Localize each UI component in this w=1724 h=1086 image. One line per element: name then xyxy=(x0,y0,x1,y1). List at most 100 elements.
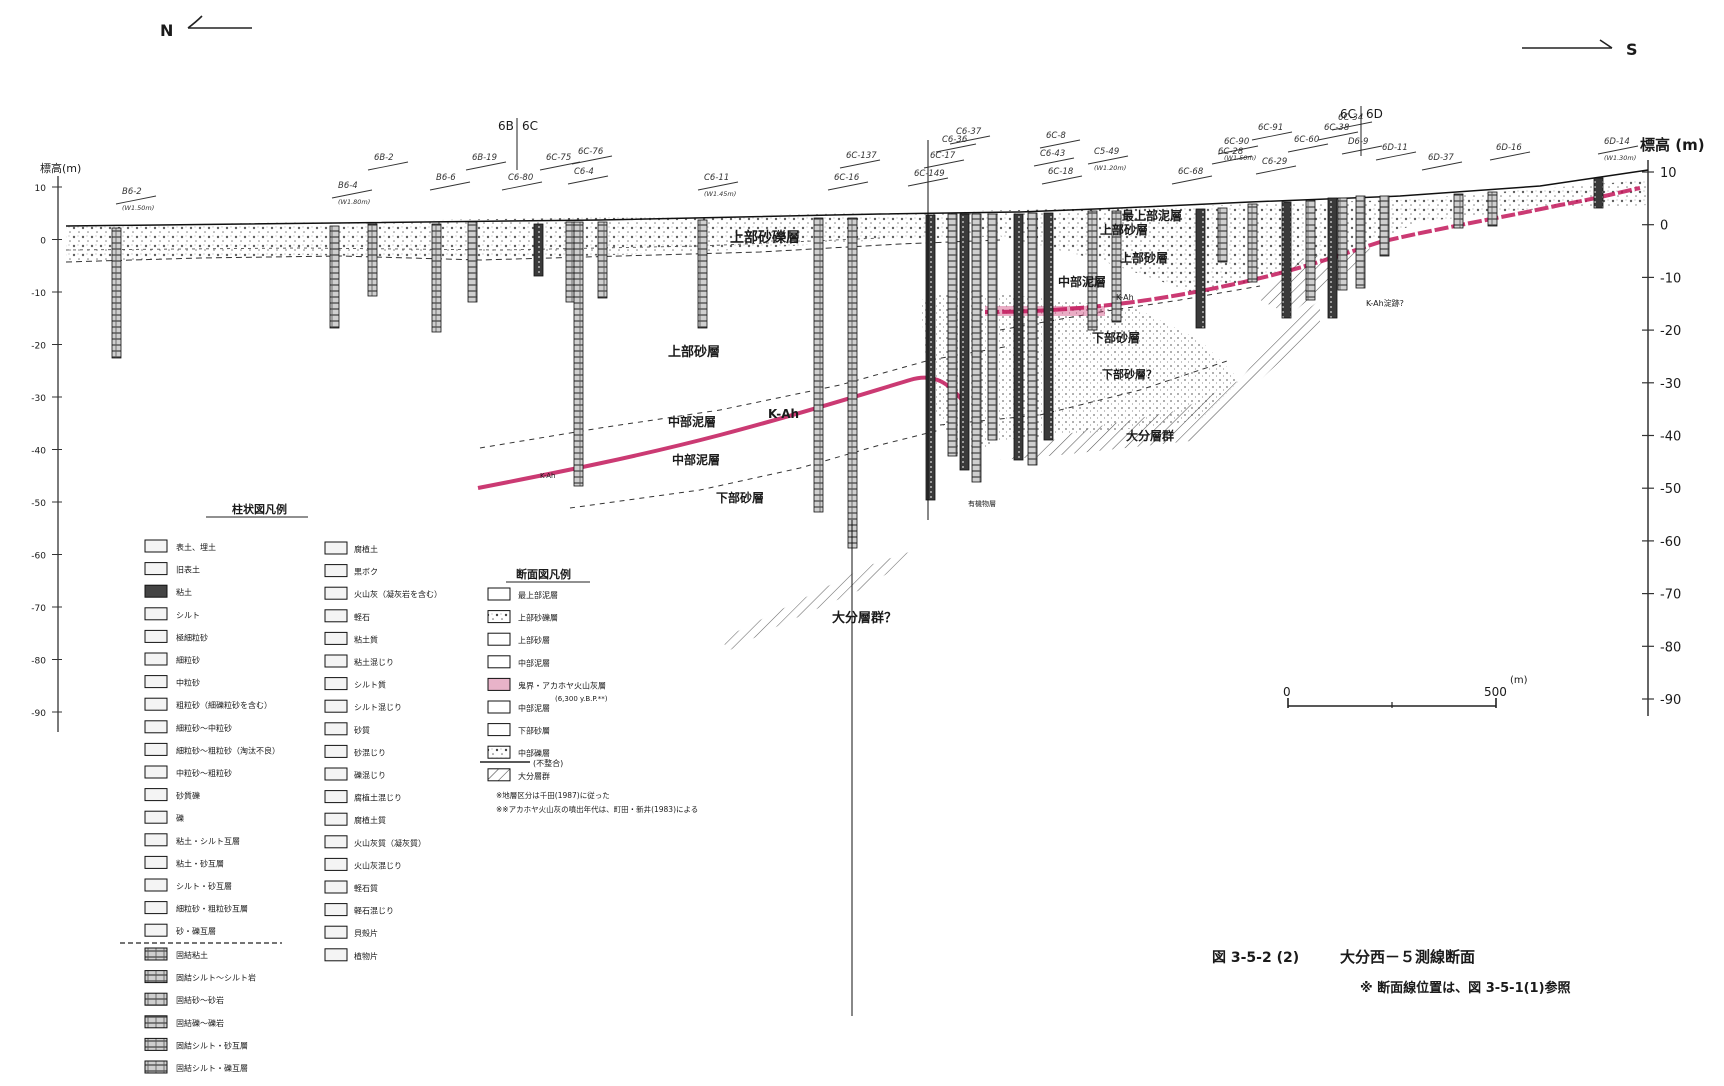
section-legend-items: 最上部泥層上部砂礫層上部砂層中部泥層鬼界・アカホヤ火山灰層中部泥層下部砂層中部礫… xyxy=(487,587,606,782)
legend-item: 中粒砂〜粗粒砂 xyxy=(176,768,232,778)
legend-swatch xyxy=(144,810,168,824)
section-legend-item: 中部礫層 xyxy=(518,748,550,758)
north-label: N xyxy=(160,21,173,40)
legend-item: シルト・砂互層 xyxy=(176,881,232,891)
north-arrow-icon xyxy=(187,15,252,29)
legend-item: 礫混じり xyxy=(354,770,386,780)
column-legend: 柱状図凡例 表土、埋土旧表土粘土シルト極細粒砂細粒砂中粒砂粗粒砂（細礫粒砂を含む… xyxy=(120,502,442,1074)
borehole-column xyxy=(1013,213,1024,461)
borehole-leader xyxy=(1041,175,1083,185)
legend-swatch xyxy=(144,562,168,576)
legend-item: 貝殻片 xyxy=(354,928,378,938)
legend-swatch xyxy=(324,541,348,555)
legend-item: 砂質礫 xyxy=(176,791,200,801)
legend-item: 植物片 xyxy=(354,951,378,961)
legend-item: 軽石 xyxy=(354,613,370,622)
borehole-label: 6D-16 xyxy=(1496,143,1522,153)
legend-item: 軽石混じり xyxy=(354,907,394,916)
borehole-label: 6C-91 xyxy=(1258,123,1283,133)
legend-item: 極細粒砂 xyxy=(176,632,208,642)
legend-swatch xyxy=(324,699,348,713)
legend-item: シルト xyxy=(176,611,200,620)
stratum-label: 最上部泥層 xyxy=(1122,208,1182,223)
borehole-column xyxy=(1087,210,1098,331)
borehole-column xyxy=(959,213,970,471)
borehole-leader xyxy=(935,143,977,153)
borehole-column xyxy=(111,227,122,359)
legend-note-2: ※※アカホヤ火山灰の噴出年代は、町田・新井(1983)による xyxy=(496,804,698,814)
legend-swatch xyxy=(144,765,168,779)
legend-swatch xyxy=(324,609,348,623)
group-tag: 6D xyxy=(1366,107,1383,121)
right-tick-label: -10 xyxy=(1660,271,1681,286)
right-tick-label: -50 xyxy=(1660,482,1681,497)
boundary-mid-mud-lower-sand xyxy=(569,429,941,509)
legend-item: 砂質 xyxy=(354,725,370,735)
right-tick-label: -60 xyxy=(1660,535,1681,550)
legend-swatch xyxy=(144,1060,168,1074)
borehole-column xyxy=(1593,177,1604,209)
borehole-leader xyxy=(115,195,157,205)
legend-note-1: ※地層区分は千田(1987)に従った xyxy=(496,790,610,800)
legend-swatch xyxy=(324,903,348,917)
legend-item: 固結シルト・礫互層 xyxy=(176,1063,248,1073)
legend-item: 粘土・シルト互層 xyxy=(176,836,240,846)
borehole-column xyxy=(1247,203,1258,283)
left-tick-label: -20 xyxy=(31,342,46,352)
section-legend-swatch xyxy=(487,700,511,714)
borehole-column xyxy=(533,223,544,277)
borehole-leader xyxy=(1421,161,1463,171)
legend-swatch xyxy=(144,1037,168,1051)
section-legend-item: 大分層群 xyxy=(518,771,550,781)
stratum-label: 中部泥層 xyxy=(1058,274,1106,289)
right-axis-ticks: 100-10-20-30-40-50-60-70-80-90 xyxy=(1642,166,1681,708)
section-legend-item: 下部砂層 xyxy=(518,726,550,736)
scale-end: 500 xyxy=(1484,685,1507,699)
legend-swatch xyxy=(144,992,168,1006)
legend-item: 粘土 xyxy=(176,587,192,597)
section-legend: 断面図凡例 最上部泥層上部砂礫層上部砂層中部泥層鬼界・アカホヤ火山灰層中部泥層下… xyxy=(480,567,698,814)
borehole-sublabel: (W1.50m) xyxy=(1224,154,1256,162)
legend-item: 固結砂〜砂岩 xyxy=(176,995,224,1005)
stratum-label: 下部砂層 xyxy=(1092,330,1140,345)
borehole-column xyxy=(971,213,982,483)
oita-group-hatch-east xyxy=(1000,300,1320,460)
left-tick-label: -30 xyxy=(31,394,46,404)
borehole-label: C6-11 xyxy=(704,173,729,183)
legend-swatch xyxy=(144,901,168,915)
borehole-label: B6-4 xyxy=(338,181,358,191)
right-tick-label: -90 xyxy=(1660,693,1681,708)
borehole-leader xyxy=(949,135,991,145)
section-legend-swatch xyxy=(487,768,511,782)
borehole-column xyxy=(987,213,998,441)
legend-swatch xyxy=(324,767,348,781)
borehole-leader xyxy=(1597,145,1639,155)
borehole-leader xyxy=(907,177,949,187)
borehole-column xyxy=(1027,212,1038,466)
stratum-label: 上部砂層 xyxy=(1120,250,1168,265)
legend-swatch xyxy=(144,675,168,689)
stratum-label: 有機物層 xyxy=(968,499,996,508)
legend-item: 表土、埋土 xyxy=(176,542,216,552)
left-axis-title: 標高(m) xyxy=(40,161,81,175)
group-tag: 6C xyxy=(1340,107,1356,121)
stratum-label: K-Ah淀跡? xyxy=(1366,298,1404,308)
borehole-column xyxy=(813,217,824,513)
section-legend-item: 鬼界・アカホヤ火山灰層 xyxy=(518,680,606,690)
right-tick-label: -40 xyxy=(1660,430,1681,445)
scale-unit: (m) xyxy=(1510,675,1528,686)
legend-item: 軽石質 xyxy=(354,883,378,893)
borehole-label: 6C-34 xyxy=(1338,113,1363,123)
borehole-label: B6-2 xyxy=(122,187,142,197)
borehole-label: C6-43 xyxy=(1040,149,1065,159)
legend-item: 粘土混じり xyxy=(354,657,394,667)
borehole-label: 6C-28 xyxy=(1218,147,1244,157)
legend-item: 火山灰質（凝灰質） xyxy=(354,838,426,848)
borehole-leader xyxy=(1217,145,1259,155)
borehole-column xyxy=(329,225,340,329)
borehole-column xyxy=(1281,201,1292,319)
borehole-label: 6C-18 xyxy=(1048,167,1074,177)
legend-item: 礫 xyxy=(176,813,184,823)
borehole-leader xyxy=(839,159,881,169)
